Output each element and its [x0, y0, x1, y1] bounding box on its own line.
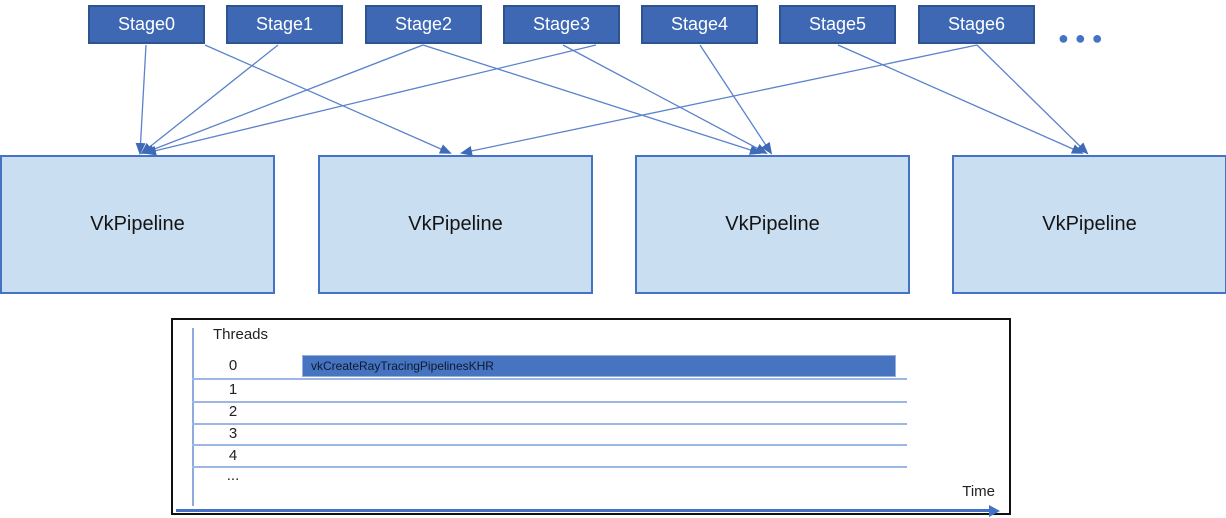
row-separator-line	[192, 466, 907, 468]
connector-line	[140, 44, 279, 155]
thread-row-label-0: 0	[228, 357, 238, 374]
node-stage5: Stage5	[779, 5, 896, 44]
node-vkpipeline-4: VkPipeline	[952, 155, 1226, 294]
connector-line	[204, 44, 452, 154]
node-stage2: Stage2	[365, 5, 482, 44]
row-separator-line	[192, 401, 907, 403]
node-vkpipeline-3: VkPipeline	[635, 155, 910, 294]
node-stage0: Stage0	[88, 5, 205, 44]
connector-line	[460, 44, 978, 156]
connector-line	[142, 44, 424, 155]
connector-line	[422, 44, 762, 155]
row-separator-line	[192, 423, 907, 425]
connector-line	[144, 44, 597, 156]
thread-axis-line	[192, 328, 194, 506]
connector-line	[562, 44, 768, 154]
row-separator-line	[192, 444, 907, 446]
connector-line	[135, 44, 147, 155]
thread-row-label-2: 2	[228, 403, 238, 420]
connector-line	[837, 44, 1084, 154]
more-stages-ellipsis-icon: ●●●	[1058, 28, 1109, 48]
node-vkpipeline-1: VkPipeline	[0, 155, 275, 294]
thread-row-label-4: 4	[228, 447, 238, 464]
node-stage3: Stage3	[503, 5, 620, 44]
thread-row-label-1: 1	[228, 381, 238, 398]
threads-header-label: Threads	[213, 326, 269, 343]
time-axis-label: Time	[962, 483, 995, 500]
node-stage6: Stage6	[918, 5, 1035, 44]
timeline-task-bar: vkCreateRayTracingPipelinesKHR	[302, 355, 896, 377]
time-axis-arrowhead-icon	[989, 504, 1000, 517]
connector-line	[976, 44, 1089, 155]
node-stage1: Stage1	[226, 5, 343, 44]
row-separator-line	[192, 378, 907, 380]
node-stage4: Stage4	[641, 5, 758, 44]
thread-row-label-3: 3	[228, 425, 238, 442]
thread-timeline-chart: Threads 0 1 2 3 4 ... vkCreateRayTracing…	[171, 318, 1011, 517]
time-axis-arrow	[176, 509, 990, 512]
node-vkpipeline-2: VkPipeline	[318, 155, 593, 294]
thread-row-label-more: ...	[226, 467, 240, 484]
connector-line	[699, 44, 773, 155]
